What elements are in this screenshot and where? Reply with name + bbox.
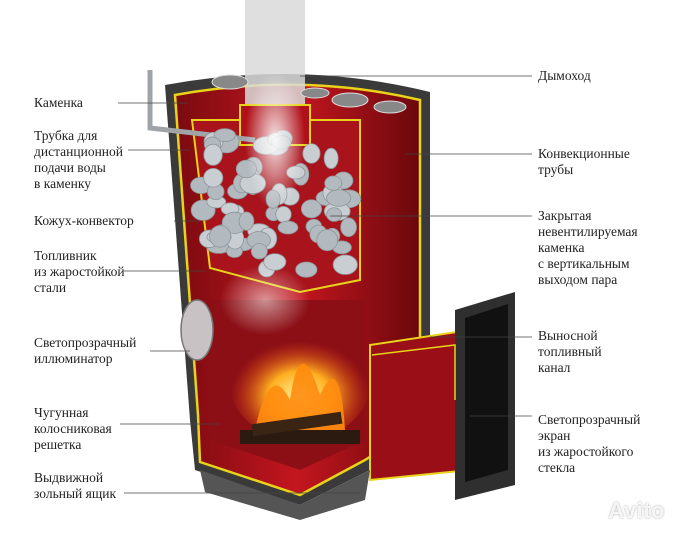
steam [220,70,310,335]
label-casing-convector: Кожух-конвектор [34,213,134,228]
label-glass-screen: Светопрозрачный экран из жаростойкого ст… [538,412,641,475]
stone [203,167,224,188]
label-closed-stone-chamber: Закрытая невентилируемая каменка с верти… [538,208,638,287]
stone [332,254,358,275]
stone [316,229,339,252]
fire [230,330,370,444]
stone [209,225,232,248]
fuel-channel [369,292,515,500]
label-kamenka: Каменка [34,95,83,110]
stone [295,261,318,278]
stone [340,217,357,238]
label-fuel-channel: Выносной топливный канал [538,328,602,375]
stone [250,243,268,260]
label-firebox: Топливник из жаростойкой стали [34,248,125,295]
leader-lines [118,75,532,494]
label-convection-pipes: Конвекционные трубы [538,146,630,177]
stone [277,220,299,235]
stone [302,143,321,164]
stone [326,207,343,222]
avito-logo-icon [578,498,604,526]
stone [300,199,323,219]
stone [324,175,343,191]
label-water-tube: Трубка для дистанционной подачи воды в к… [34,128,123,191]
stone [213,128,236,142]
watermark-text: Avito [608,497,665,523]
label-ash-drawer: Выдвижной зольный ящик [34,470,117,501]
label-grate: Чугунная колосниковая решетка [34,405,112,452]
avito-watermark: Avito [578,498,665,526]
label-chimney: Дымоход [538,68,591,83]
label-illuminator: Светопрозрачный иллюминатор [34,335,137,366]
stone [203,143,223,166]
stone [238,211,255,231]
stone [323,147,339,170]
ash-drawer [200,470,370,520]
stone [326,189,352,207]
